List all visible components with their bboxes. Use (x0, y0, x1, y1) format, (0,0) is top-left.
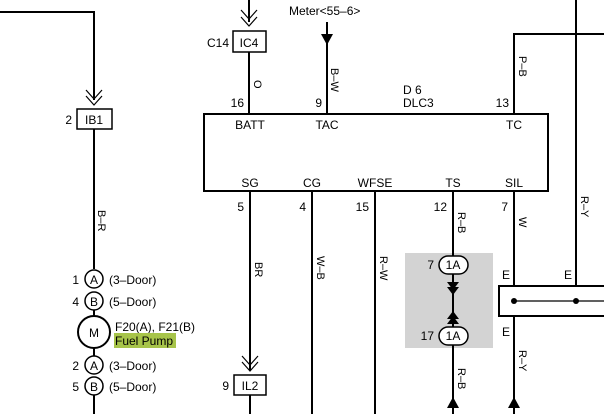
ic4-circuit: IC4 C14 O (207, 0, 267, 114)
ic4-pin: C14 (207, 36, 229, 50)
svg-text:R–B: R–B (455, 368, 467, 389)
sg-pin-label: SG (241, 176, 258, 190)
batt-pin-num: 16 (231, 96, 245, 110)
tc-pin-num: 13 (496, 96, 510, 110)
svg-text:1: 1 (72, 273, 79, 287)
svg-text:W–B: W–B (314, 256, 326, 280)
sil-circuit: 7 W R–Y (501, 191, 528, 414)
ib1-arrow-2 (85, 95, 103, 106)
sil-pin-label: SIL (505, 176, 523, 190)
il2-pin: 9 (222, 379, 229, 393)
ground-label-1: E (502, 268, 510, 282)
wfse-circuit: 15 R–W (356, 191, 389, 414)
ry-wire-color: R–Y (578, 196, 590, 218)
svg-text:R–W: R–W (377, 256, 389, 281)
svg-text:A: A (90, 273, 98, 287)
svg-text:4: 4 (299, 200, 306, 214)
cg-pin-label: CG (303, 176, 321, 190)
svg-text:1A: 1A (446, 329, 461, 343)
svg-text:4: 4 (72, 295, 79, 309)
tac-pin-label: TAC (315, 118, 338, 132)
ib1-pin: 2 (65, 113, 72, 127)
ground-label-3: E (502, 325, 510, 339)
tac-wire-color: B–W (328, 68, 340, 92)
svg-text:(5–Door): (5–Door) (109, 380, 156, 394)
connector-1a: A 1 (3–Door) (72, 269, 156, 289)
svg-text:W: W (516, 217, 528, 228)
fuel-pump-motor: M (77, 315, 111, 349)
ib1-wire-color: B–R (95, 210, 107, 231)
svg-text:B: B (90, 380, 98, 394)
cg-circuit: 4 W–B (299, 191, 326, 414)
right-wires: P–B R–Y (513, 0, 604, 286)
tc-wire (513, 33, 604, 114)
meter-arrow (321, 34, 333, 45)
svg-text:5: 5 (72, 380, 79, 394)
svg-text:A: A (90, 359, 98, 373)
fuel-pump-highlight (114, 333, 176, 348)
tc-wire-color: P–B (516, 56, 528, 77)
left-circuit: IB1 2 B–R A 1 (3–Door) B 4 (5–Door) M F2… (0, 11, 195, 414)
svg-text:(5–Door): (5–Door) (109, 295, 156, 309)
wfse-pin-label: WFSE (358, 176, 393, 190)
ib1-feed-wire (0, 11, 95, 100)
ts-pin-label: TS (445, 176, 460, 190)
connector-5b: B 5 (5–Door) (72, 376, 156, 396)
tac-pin-num: 9 (315, 96, 322, 110)
svg-text:7: 7 (427, 258, 434, 272)
fuel-pump-codes: F20(A), F21(B) (115, 320, 195, 334)
connector-4b: B 4 (5–Door) (72, 291, 156, 311)
svg-text:1A: 1A (446, 258, 461, 272)
ts-circuit: 12 R–B 1A 7 1A 17 R–B (405, 191, 493, 414)
dlc3-code: D 6 (403, 83, 422, 97)
ground-label-2: E (564, 268, 572, 282)
sg-circuit: 5 BR IL2 9 (222, 191, 267, 414)
svg-text:B: B (90, 295, 98, 309)
connector-2a: A 2 (3–Door) (72, 355, 156, 375)
e-component: E E E (498, 268, 604, 339)
svg-text:BR: BR (252, 262, 264, 277)
ic4-wire-color: O (251, 80, 263, 89)
dlc3-connector: D 6 DLC3 16 BATT 9 TAC 13 TC SG CG WFSE … (203, 83, 549, 192)
il2-name: IL2 (242, 379, 259, 393)
dlc3-name: DLC3 (403, 96, 434, 110)
svg-text:15: 15 (356, 200, 370, 214)
ic4-name: IC4 (240, 36, 259, 50)
fuel-pump-name: Fuel Pump (115, 334, 173, 348)
batt-pin-label: BATT (235, 118, 265, 132)
svg-text:R–Y: R–Y (516, 350, 528, 372)
svg-text:5: 5 (237, 200, 244, 214)
svg-text:(3–Door): (3–Door) (109, 273, 156, 287)
ib1-arrow-1 (85, 89, 103, 100)
meter-circuit: Meter<55–6> B–W (289, 4, 360, 114)
svg-text:7: 7 (501, 200, 508, 214)
svg-text:R–B: R–B (455, 212, 467, 233)
svg-text:(3–Door): (3–Door) (109, 359, 156, 373)
svg-text:12: 12 (434, 200, 448, 214)
svg-text:M: M (89, 326, 99, 340)
svg-text:17: 17 (421, 329, 435, 343)
meter-label: Meter<55–6> (289, 4, 360, 18)
svg-text:2: 2 (72, 359, 79, 373)
tc-pin-label: TC (506, 118, 522, 132)
ib1-name: IB1 (85, 113, 103, 127)
